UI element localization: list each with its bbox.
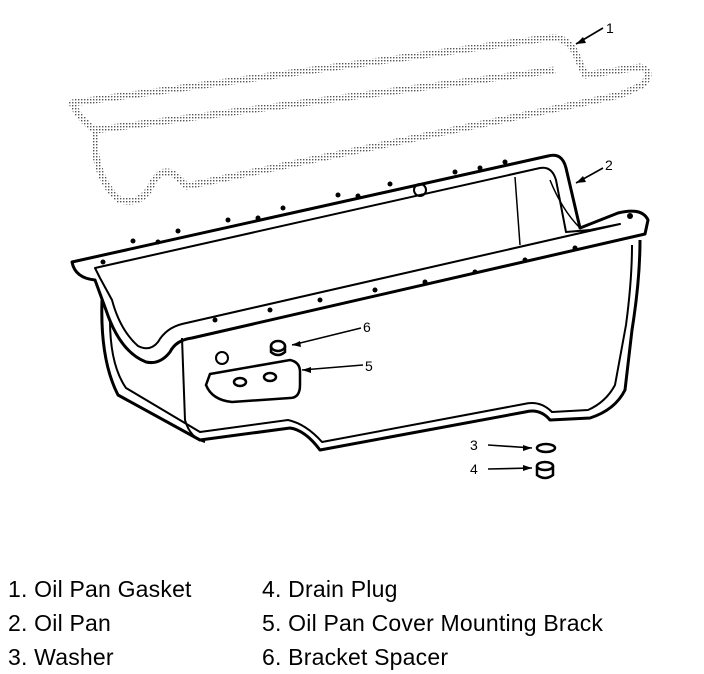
legend-column-right: 4. Drain Plug 5. Oil Pan Cover Mounting … <box>262 572 603 674</box>
legend-item-oil-pan-gasket: 1. Oil Pan Gasket <box>8 576 192 602</box>
callout-4: 4 <box>470 461 478 477</box>
washer <box>535 442 557 454</box>
parts-legend: 1. Oil Pan Gasket 2. Oil Pan 3. Washer 4… <box>4 572 700 672</box>
callout-5: 5 <box>365 358 373 374</box>
callout-2: 2 <box>605 157 613 173</box>
mounting-bracket <box>204 358 302 404</box>
callout-3: 3 <box>470 437 478 453</box>
bracket-spacer <box>269 339 287 357</box>
legend-item-washer: 3. Washer <box>8 644 114 670</box>
callout-1: 1 <box>606 20 614 36</box>
legend-item-bracket-spacer: 6. Bracket Spacer <box>262 644 449 670</box>
legend-item-oil-pan: 2. Oil Pan <box>8 610 111 636</box>
callout-6: 6 <box>363 319 371 335</box>
oil-pan <box>70 153 650 452</box>
legend-column-left: 1. Oil Pan Gasket 2. Oil Pan 3. Washer <box>8 572 192 674</box>
oil-pan-exploded-diagram: 1 2 3 4 5 6 <box>68 20 652 480</box>
oil-pan-gasket <box>68 34 652 205</box>
drain-plug <box>535 460 555 480</box>
legend-item-drain-plug: 4. Drain Plug <box>262 576 398 602</box>
legend-item-mounting-bracket: 5. Oil Pan Cover Mounting Brack <box>262 610 604 636</box>
